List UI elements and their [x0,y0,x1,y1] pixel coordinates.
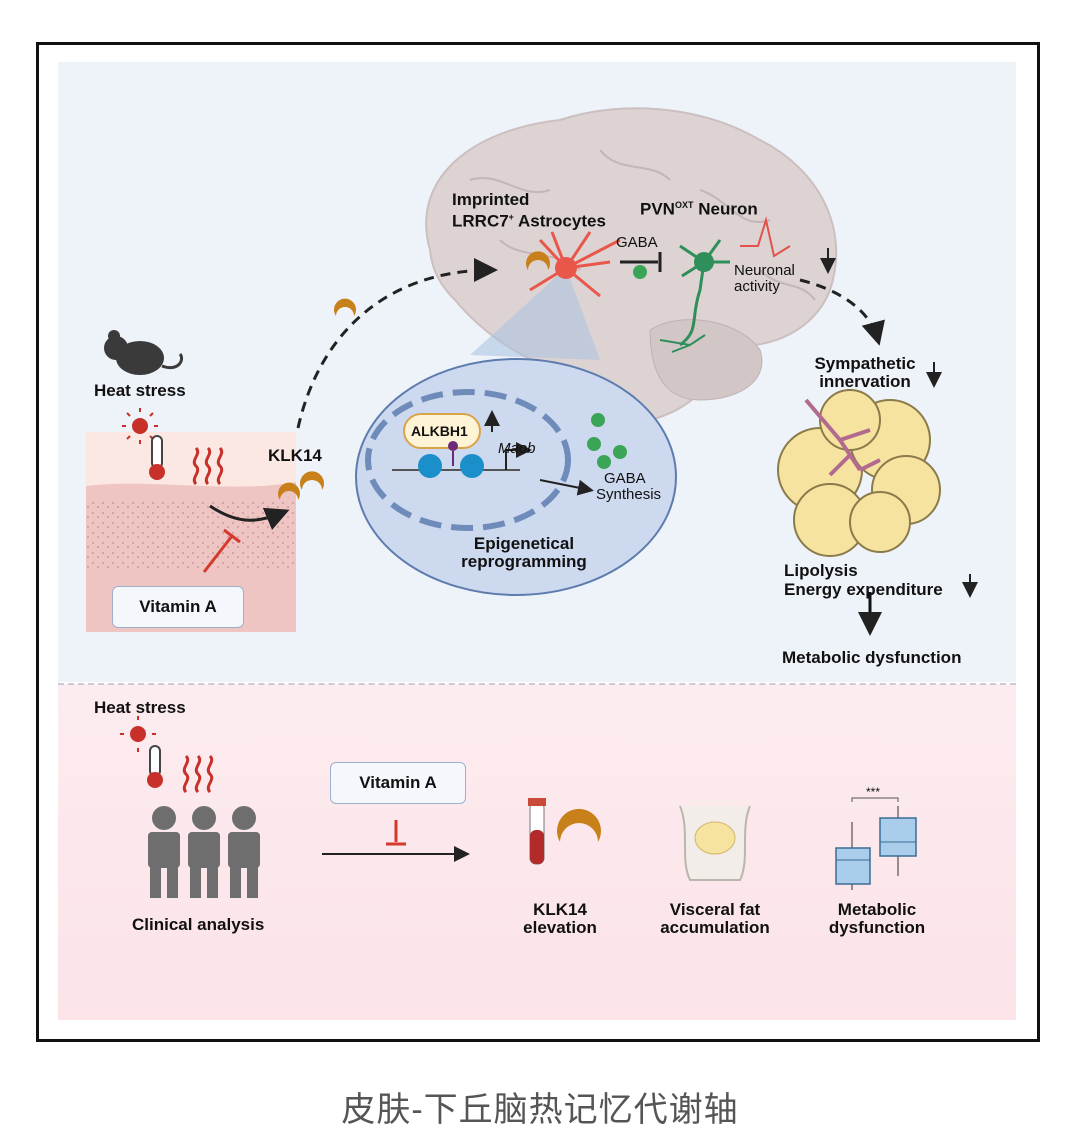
bottom-heat-stress-label: Heat stress [94,698,186,717]
people-icon [148,806,260,898]
mouse-icon [104,330,184,375]
gaba-synthesis-label-2: Synthesis [596,486,662,503]
metabolic-label-2: dysfunction [828,918,926,937]
adipose-tissue-illustration [777,389,978,636]
astrocyte-icon [526,231,621,298]
energy-expenditure-label: Energy expenditure [784,580,943,599]
klk14-elevation-label-1: KLK14 [533,900,587,919]
neuronal-label: Neuronal [734,262,795,279]
epigenetical-label: Epigenetical [473,534,575,553]
vitamin-a-box: Vitamin A [112,586,244,628]
klk14-elevation-label-2: elevation [523,918,597,937]
bottom-vitamin-a-box: Vitamin A [330,762,466,804]
heat-icon-top [122,408,224,486]
visceral-fat-label-2: accumulation [660,918,770,937]
metabolic-dysfunction-label: Metabolic dysfunction [782,648,962,667]
sympathetic-label: Sympathetic [814,354,916,373]
astrocytes-label-line1: Imprinted [452,190,530,209]
pvn-neuron-label: PVNOXT Neuron [640,199,758,219]
spike-trace [740,216,791,258]
zoom-wedge [470,268,600,360]
astrocytes-label-line2: LRRC7+ Astrocytes [452,211,606,231]
innervation-label: innervation [819,372,911,391]
activity-label: activity [734,278,780,295]
klk14-to-brain-arrow [296,258,498,429]
visceral-fat-label-1: Visceral fat [669,900,761,919]
heat-stress-label: Heat stress [94,381,186,400]
klk14-label: KLK14 [268,446,322,465]
panel-divider [58,683,1016,685]
gaba-synthesis-label-1: GABA [604,470,646,487]
neuron-icon [659,239,730,353]
alkbh1-label: ALKBH1 [411,423,468,439]
significance-label: *** [866,785,881,799]
boxplot-icon [835,797,917,890]
blood-tube-icon [528,798,601,865]
figure-caption: 皮肤-下丘脑热记忆代谢轴 [341,1091,739,1129]
gaba-label: GABA [616,234,658,251]
heat-icon-bottom [120,716,214,794]
reprogramming-label: reprogramming [461,552,587,571]
maob-label: Maob [498,440,536,457]
cell-nucleus-illustration [355,358,677,596]
clinical-analysis-label: Clinical analysis [132,915,265,934]
visceral-fat-icon [679,805,751,881]
lipolysis-label: Lipolysis [784,561,858,580]
metabolic-label-1: Metabolic [837,900,917,919]
neuron-to-fat-arrow [799,278,885,346]
